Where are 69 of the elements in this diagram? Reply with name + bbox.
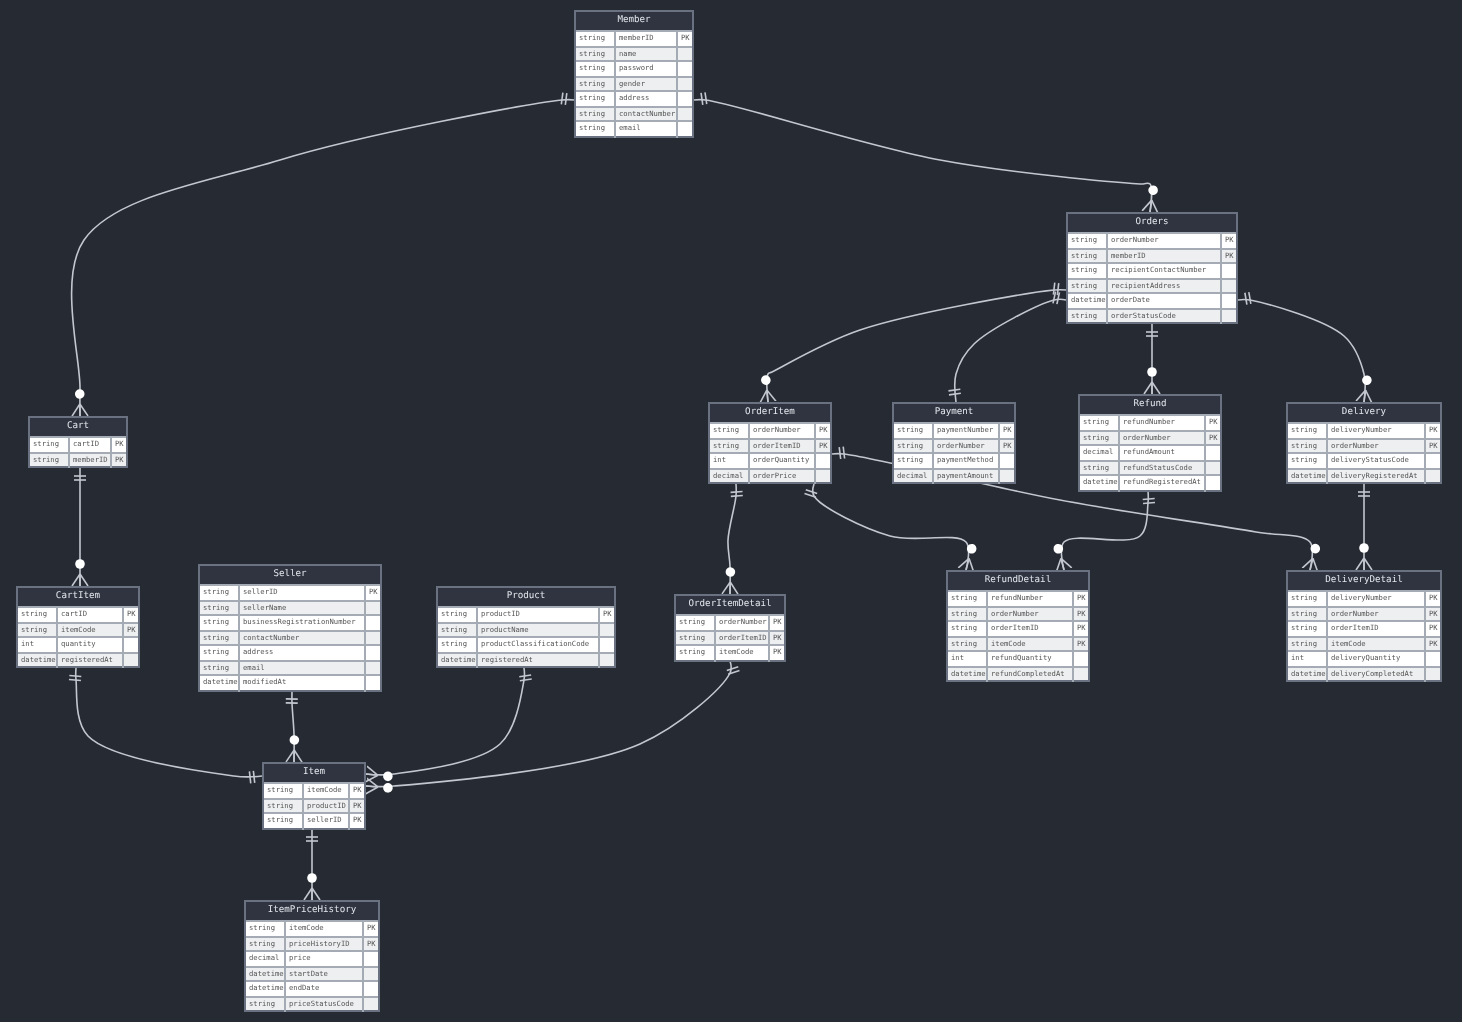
table-row — [438, 606, 614, 621]
table-row — [576, 30, 692, 45]
table-row — [1080, 474, 1220, 489]
entity-table — [436, 586, 616, 668]
relationship-line — [1052, 490, 1155, 573]
entity-table — [1286, 402, 1442, 484]
table-row — [710, 452, 830, 467]
relationship-line — [364, 667, 532, 783]
relationship-line — [364, 660, 740, 795]
table-row — [676, 614, 784, 629]
table-row — [1288, 620, 1440, 635]
relationship-line — [1355, 483, 1373, 571]
relationship-line — [721, 483, 743, 595]
entity-table — [1286, 570, 1442, 682]
table-row — [1080, 414, 1220, 429]
table-row — [246, 980, 378, 995]
relationship-line — [70, 92, 575, 417]
entity-table — [1078, 394, 1222, 491]
table-row — [264, 782, 364, 797]
relationship-line — [68, 667, 263, 784]
table-row — [18, 636, 138, 651]
table-row — [710, 422, 830, 437]
entity-table — [892, 402, 1016, 484]
table-row — [1288, 452, 1440, 467]
table-row — [18, 606, 138, 621]
table-row — [894, 452, 1014, 467]
entity-table — [262, 762, 366, 829]
table-row — [200, 584, 380, 599]
relationship-line — [1237, 292, 1373, 404]
table-row — [200, 674, 380, 689]
entity-table — [28, 416, 128, 468]
entity-table — [574, 10, 694, 137]
relationship-line — [948, 291, 1067, 403]
entity-table — [946, 570, 1090, 682]
table-row — [894, 422, 1014, 437]
table-row — [576, 90, 692, 105]
table-row — [246, 920, 378, 935]
table-row — [1080, 444, 1220, 459]
table-row — [1288, 650, 1440, 665]
relationship-line — [303, 828, 321, 901]
entity-table — [16, 586, 140, 668]
table-row — [1068, 262, 1236, 277]
table-row — [1068, 292, 1236, 307]
table-row — [200, 614, 380, 629]
table-row — [438, 636, 614, 651]
entity-table — [1066, 212, 1238, 324]
table-row — [1288, 590, 1440, 605]
relationship-line — [71, 467, 89, 587]
entity-table — [198, 564, 382, 691]
relationship-line — [759, 282, 1067, 404]
relationship-line — [1143, 323, 1161, 395]
relationship-line — [693, 92, 1159, 214]
table-row — [1288, 422, 1440, 437]
entity-table — [674, 594, 786, 661]
table-row — [576, 60, 692, 75]
relationship-line — [285, 690, 303, 763]
table-row — [30, 436, 126, 451]
table-row — [948, 620, 1088, 635]
table-row — [200, 644, 380, 659]
entity-table — [708, 402, 832, 484]
entity-table — [244, 900, 380, 1012]
table-row — [264, 812, 364, 827]
table-row — [948, 650, 1088, 665]
table-row — [948, 590, 1088, 605]
table-row — [576, 120, 692, 135]
relationship-line — [804, 483, 978, 573]
table-row — [676, 644, 784, 659]
table-row — [246, 950, 378, 965]
table-row — [1068, 232, 1236, 247]
